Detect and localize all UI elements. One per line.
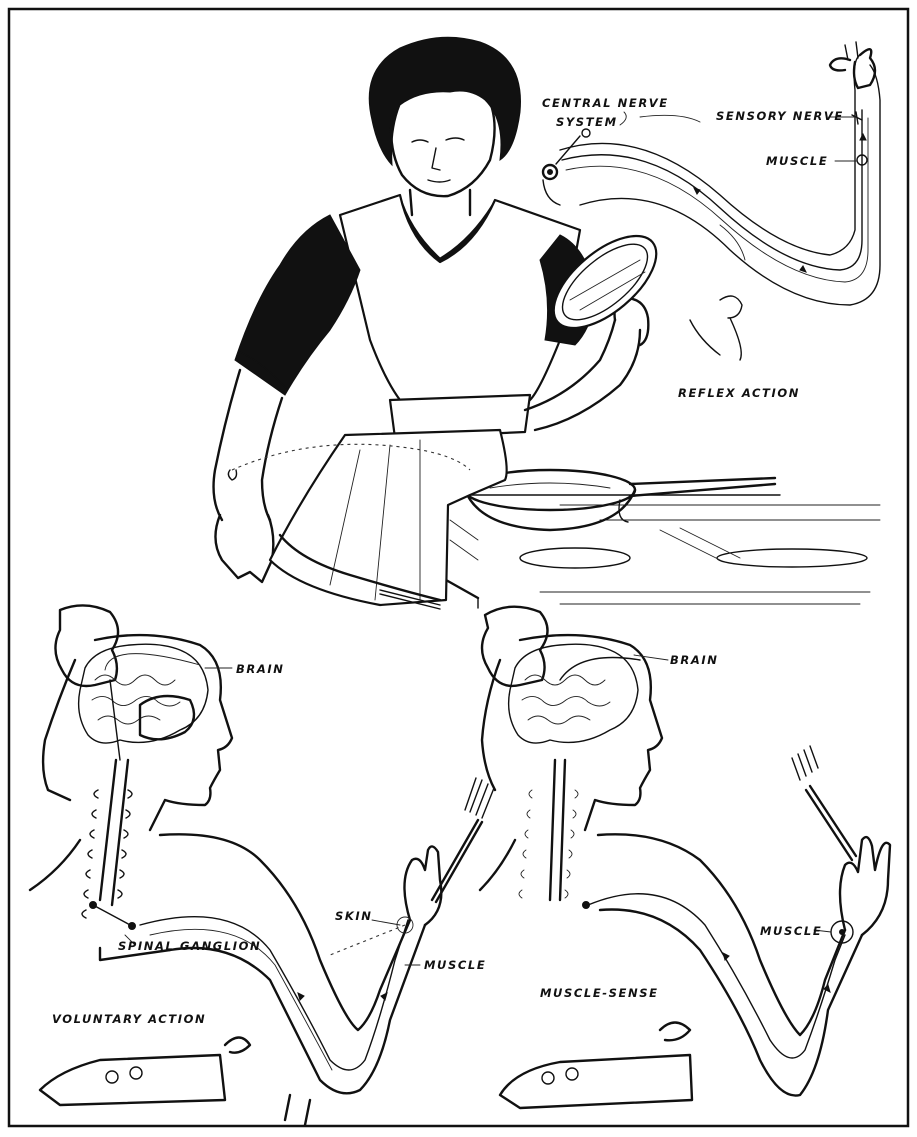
muscle-sense-panel: BRAIN MUSCLE MUSCLE-SENSE — [480, 607, 890, 1108]
muscle-sense-label-muscle: MUSCLE — [760, 924, 822, 938]
voluntary-action-panel: BRAIN SPINAL GANGLION SKIN MUSCLE VOLUNT… — [30, 605, 494, 1125]
voluntary-label-brain: BRAIN — [236, 662, 284, 676]
reflex-action-panel: CENTRAL NERVE SYSTEM SENSORY NERVE MUSCL… — [214, 37, 880, 609]
voluntary-label-muscle: MUSCLE — [424, 958, 486, 972]
frying-pan — [465, 470, 775, 530]
reflex-label-muscle: MUSCLE — [766, 154, 828, 168]
voluntary-label-spinal-ganglion: SPINAL GANGLION — [118, 939, 261, 953]
muscle-sense-label-brain: BRAIN — [670, 653, 718, 667]
reflex-caption: REFLEX ACTION — [678, 386, 800, 400]
reflex-label-central-nerve-1: CENTRAL NERVE — [542, 96, 669, 110]
stove — [446, 495, 880, 608]
reflex-label-sensory-nerve: SENSORY NERVE — [716, 109, 844, 123]
voluntary-caption: VOLUNTARY ACTION — [52, 1012, 206, 1026]
voluntary-label-skin: SKIN — [335, 909, 373, 923]
muscle-sense-caption: MUSCLE-SENSE — [540, 986, 659, 1000]
reflex-label-central-nerve-2: SYSTEM — [556, 115, 618, 129]
